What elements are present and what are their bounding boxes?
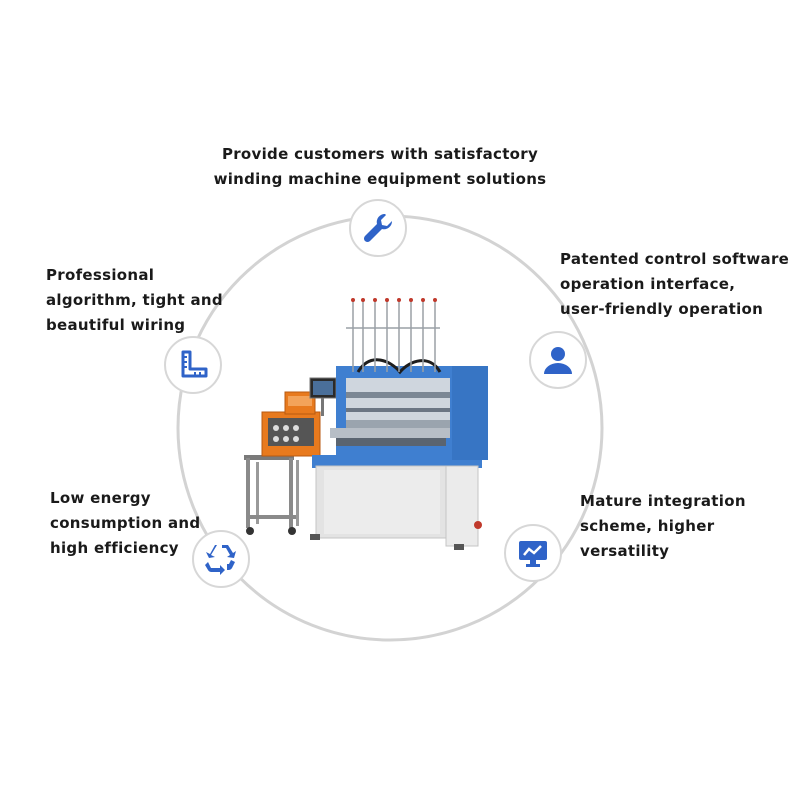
glue-unit (261, 391, 321, 457)
feature-upper-left-line-1: Professional (46, 266, 155, 284)
ruler-icon (164, 336, 222, 394)
feature-upper-right-caption: Patented control software operation inte… (560, 247, 789, 322)
feature-lower-left-line-2: consumption and (50, 514, 201, 532)
wrench-icon (349, 199, 407, 257)
recycle-icon (192, 530, 250, 588)
control-screen (309, 377, 337, 416)
feature-upper-right-line-1: Patented control software (560, 250, 790, 268)
feature-lower-right-line-2: scheme, higher (580, 517, 715, 535)
feature-upper-left-line-2: algorithm, tight and (46, 291, 223, 309)
winding-head (330, 358, 488, 460)
feature-top-line-1: Provide customers with satisfactory (221, 145, 539, 163)
tensioner-rods (346, 300, 440, 372)
feature-top-line-2: winding machine equipment solutions (213, 170, 547, 188)
main-cabinet (310, 455, 482, 550)
feature-upper-right-line-3: user-friendly operation (560, 300, 764, 318)
side-cart (244, 455, 299, 535)
feature-upper-right-line-2: operation interface, (560, 275, 736, 293)
feature-upper-left-line-3: beautiful wiring (46, 316, 186, 334)
feature-lower-left-caption: Low energy consumption and high efficien… (50, 486, 200, 561)
user-icon (529, 331, 587, 389)
feature-lower-right-caption: Mature integration scheme, higher versat… (580, 489, 746, 564)
feature-lower-left-line-3: high efficiency (50, 539, 179, 557)
monitor-chart-icon (504, 524, 562, 582)
feature-lower-right-line-1: Mature integration (580, 492, 746, 510)
feature-upper-left-caption: Professional algorithm, tight and beauti… (46, 263, 223, 338)
feature-top-caption: Provide customers with satisfactory wind… (200, 142, 560, 192)
feature-lower-right-line-3: versatility (580, 542, 670, 560)
tensioner-tips (351, 298, 437, 302)
feature-lower-left-line-1: Low energy (50, 489, 151, 507)
